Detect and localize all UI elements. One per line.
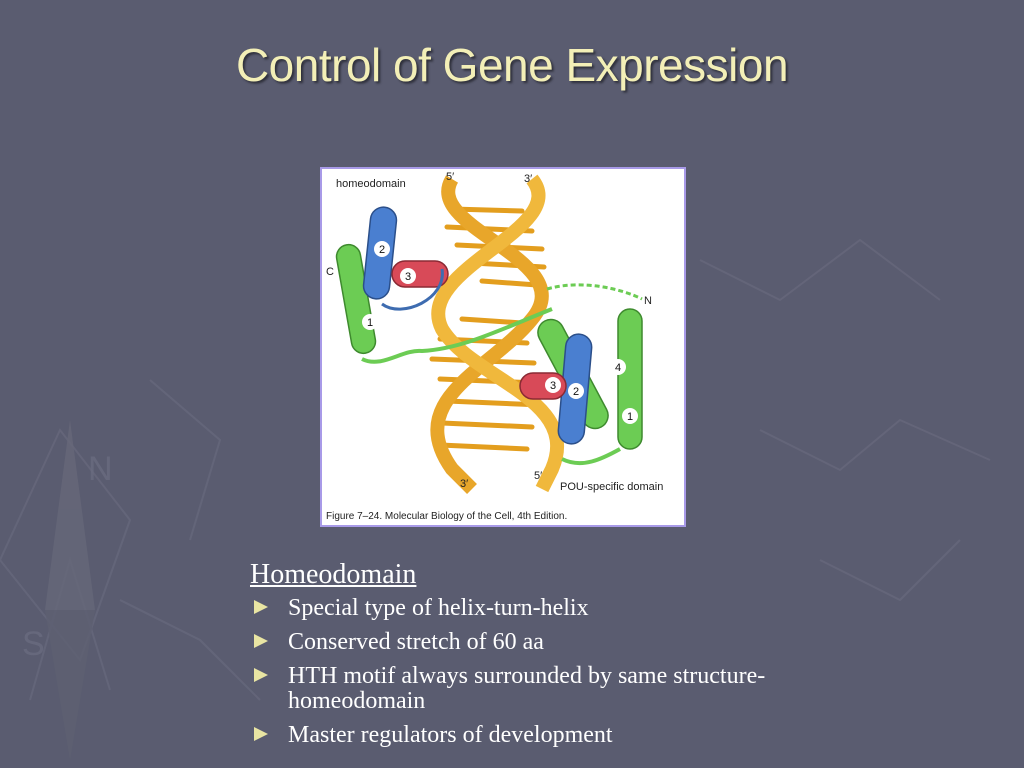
bullet-text: Special type of helix-turn-helix: [288, 595, 589, 621]
subheading-homeodomain: Homeodomain: [250, 559, 417, 590]
slide-title: Control of Gene Expression: [235, 39, 789, 91]
dna-backbone-strand-2: [431, 174, 565, 493]
label-3prime-top: 3′: [524, 173, 533, 185]
bullet-text: Master regulators of development: [288, 722, 613, 748]
label-5prime-top: 5′: [446, 171, 455, 183]
label-5prime-bottom: 5′: [534, 470, 543, 482]
bullet-item: HTH motif always surrounded by same stru…: [250, 664, 908, 714]
label-homeodomain: homeodomain: [336, 178, 406, 190]
triangle-bullet-icon: [254, 600, 268, 614]
helix-number-right-2: 2: [573, 386, 579, 398]
helix-number-left-3: 3: [405, 271, 411, 283]
label-n-terminus: N: [644, 295, 652, 307]
bullet-list: Special type of helix-turn-helix Conserv…: [250, 596, 950, 748]
helix-number-left-1: 1: [367, 317, 373, 329]
figure-homeodomain-dna: 2 3 1 3 2 4 1 homeodomain 5′ 3′ C N 5′ 3…: [320, 167, 686, 527]
content-block: Homeodomain Special type of helix-turn-h…: [250, 558, 950, 757]
pou-specific-helices: [519, 283, 643, 466]
helix-number-left-2: 2: [379, 244, 385, 256]
figure-caption: Figure 7–24. Molecular Biology of the Ce…: [326, 511, 568, 522]
helix-number-right-3: 3: [550, 380, 556, 392]
label-c-terminus: C: [326, 266, 334, 278]
bullet-text: Conserved stretch of 60 aa: [288, 629, 544, 655]
bullet-item: Special type of helix-turn-helix: [250, 596, 908, 621]
helix-number-right-4: 4: [615, 362, 621, 374]
label-pou-specific-domain: POU-specific domain: [560, 481, 664, 493]
helix-number-right-1: 1: [627, 411, 633, 423]
bullet-item: Master regulators of development: [250, 723, 908, 748]
triangle-bullet-icon: [254, 668, 268, 682]
triangle-bullet-icon: [254, 634, 268, 648]
compass-letter-n: N: [88, 450, 113, 488]
triangle-bullet-icon: [254, 727, 268, 741]
compass-letter-s: S: [22, 625, 45, 663]
bullet-text: HTH motif always surrounded by same stru…: [288, 663, 766, 714]
label-3prime-bottom: 3′: [460, 478, 469, 490]
dna-protein-illustration: 2 3 1 3 2 4 1: [335, 174, 643, 494]
bullet-item: Conserved stretch of 60 aa: [250, 630, 908, 655]
